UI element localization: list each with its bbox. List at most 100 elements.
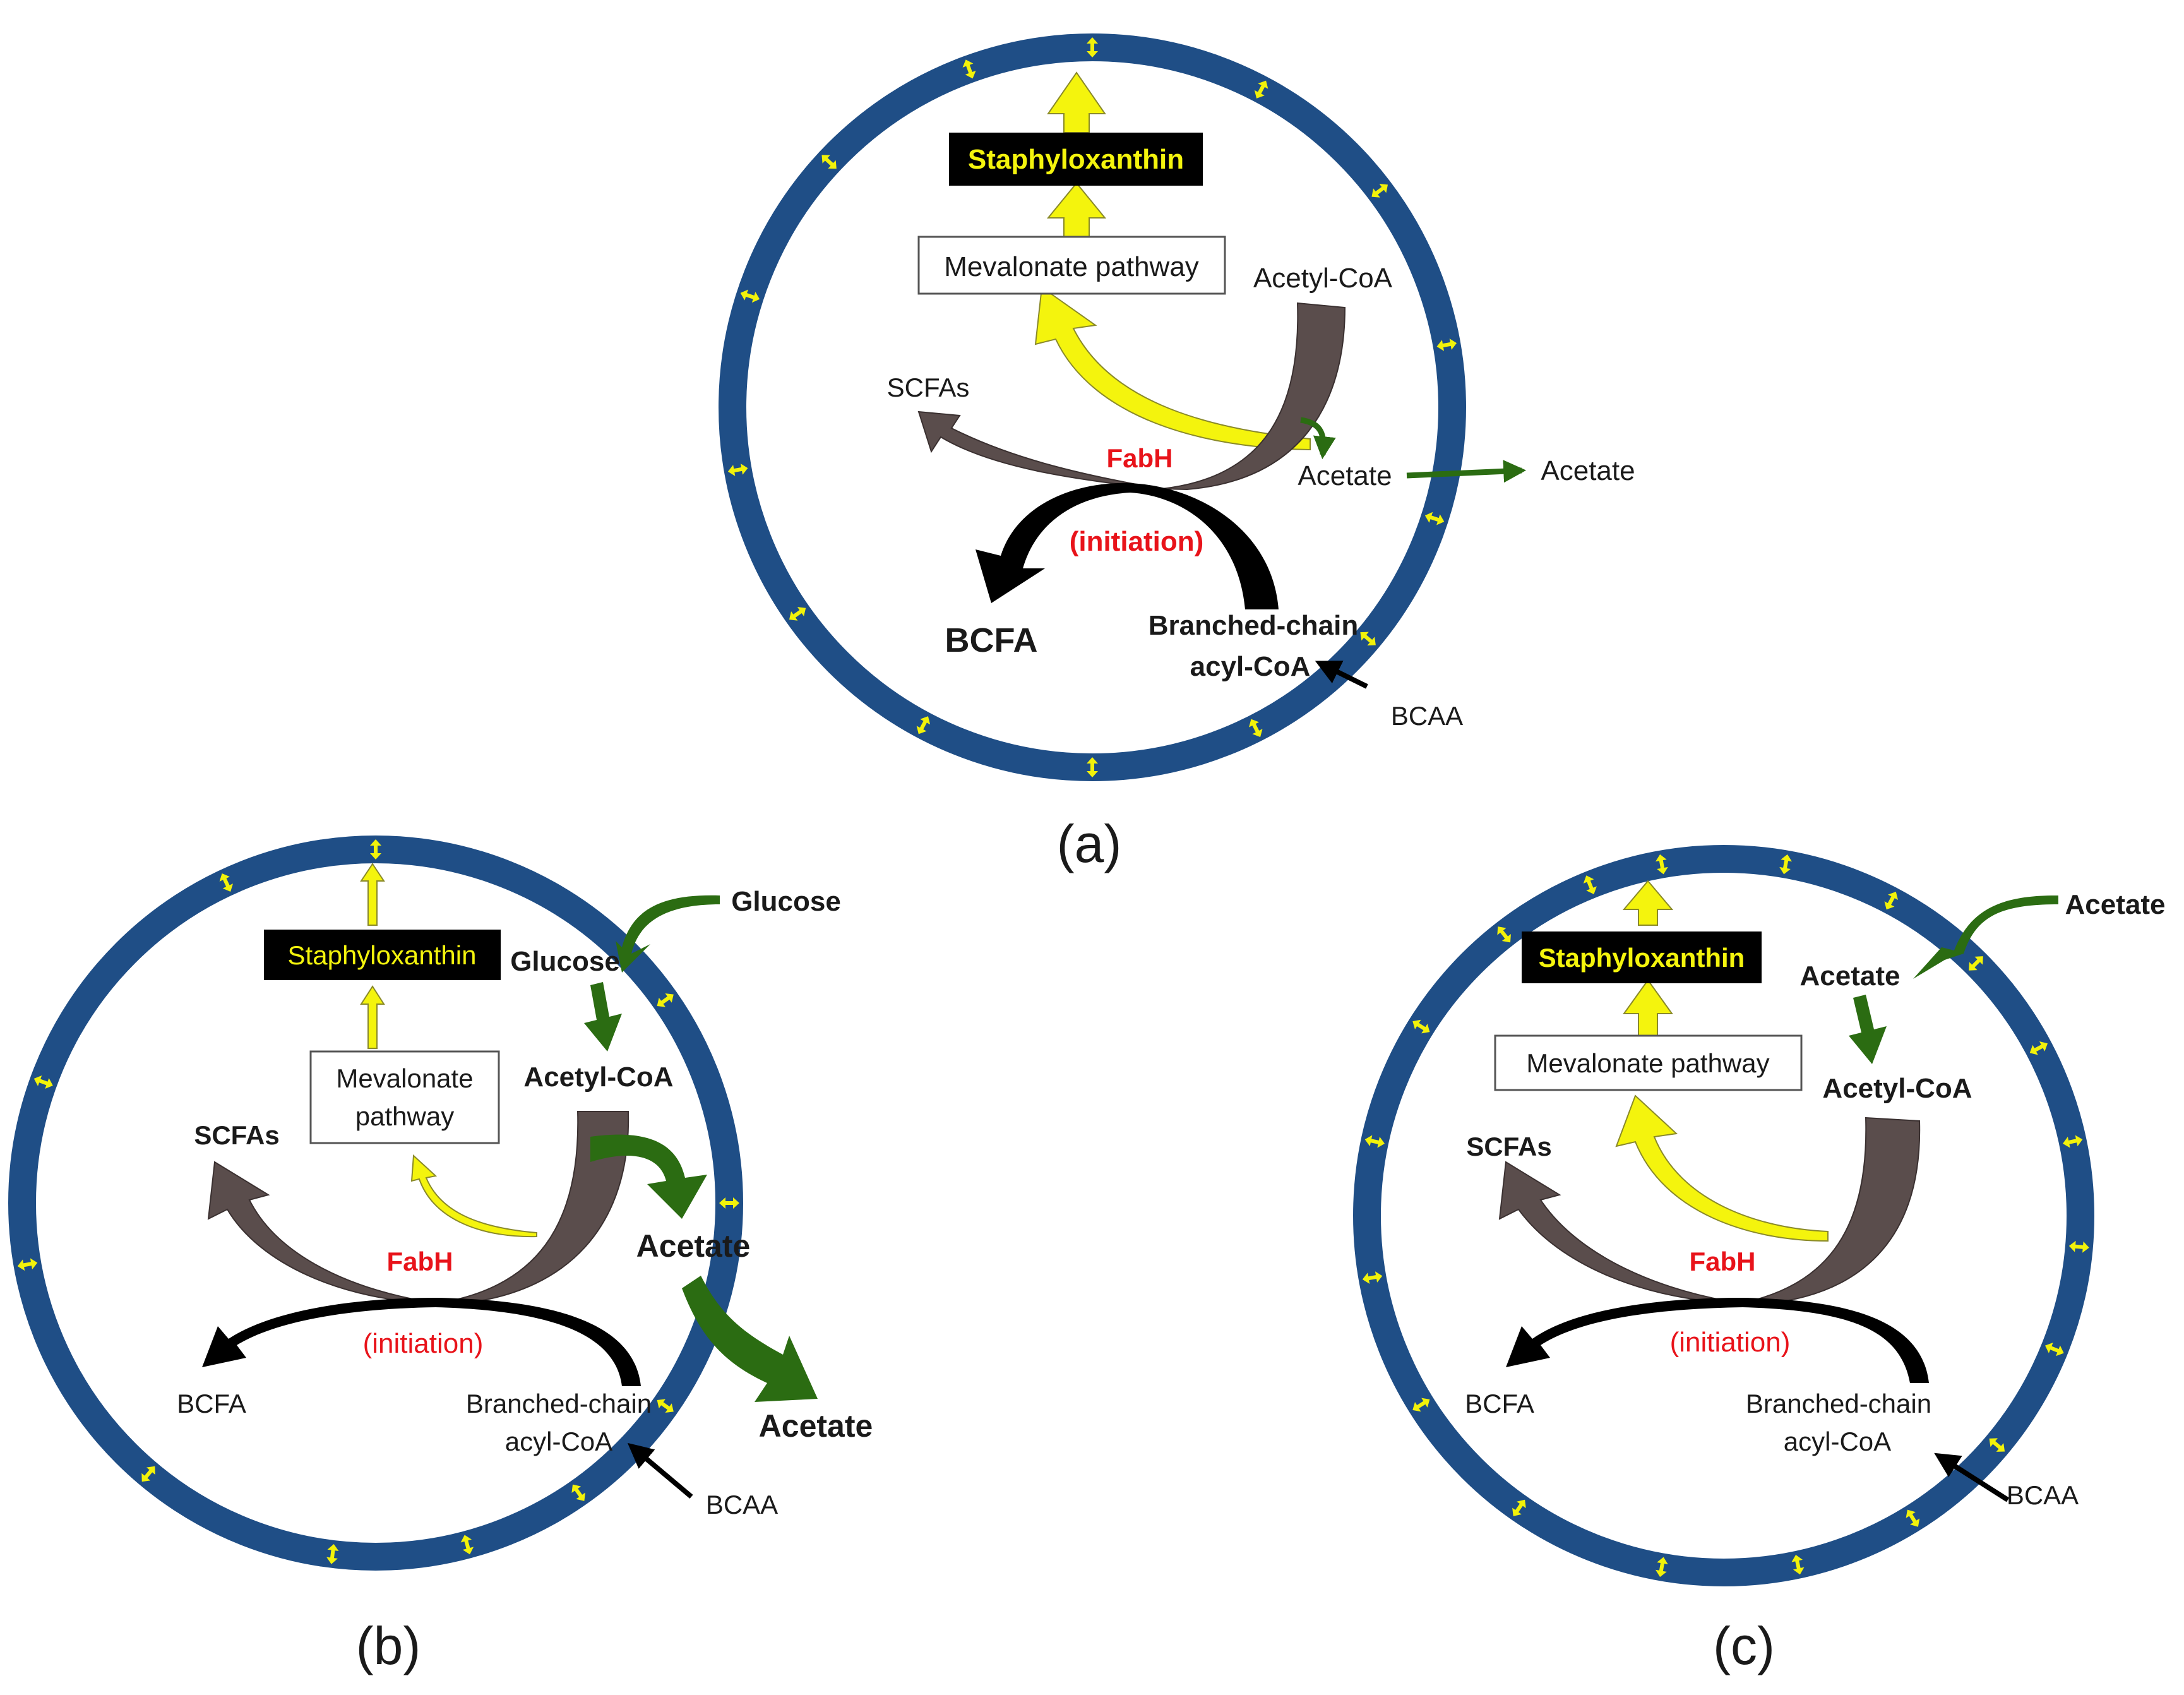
glucose-out-label-b: Glucose	[731, 886, 841, 917]
acetate-in-label-b: Acetate	[636, 1228, 751, 1264]
double-headed-arrow-icon	[219, 873, 234, 892]
double-headed-arrow-icon	[1583, 875, 1597, 894]
staphyloxanthin-box-a	[949, 133, 1203, 186]
double-headed-arrow-icon	[1884, 892, 1899, 910]
green-arrow-acetate-export-b	[682, 1276, 818, 1402]
mevalonate-label-a: Mevalonate pathway	[944, 251, 1199, 282]
staphyloxanthin-box-b	[264, 930, 501, 980]
yellow-arrow-fabh-to-pathway-b	[410, 1154, 537, 1238]
green-arrow-to-acetate-a	[1300, 417, 1336, 460]
staphyloxanthin-label-c: Staphyloxanthin	[1539, 943, 1745, 973]
double-headed-arrow-icon	[141, 1466, 155, 1482]
initiation-label-c: (initiation)	[1670, 1327, 1791, 1358]
double-headed-arrow-icon	[1249, 719, 1263, 738]
double-headed-arrow-icon	[962, 59, 976, 79]
double-headed-arrow-icon	[2068, 1240, 2089, 1253]
double-headed-arrow-icon	[1906, 1509, 1920, 1527]
double-headed-arrow-icon	[1360, 632, 1376, 646]
black-arrow-bcaa-b	[627, 1442, 693, 1499]
acetyl-coa-label-b: Acetyl-CoA	[523, 1062, 673, 1093]
bcfa-label-b: BCFA	[177, 1389, 246, 1418]
acyl-coa-label-b: acyl-CoA	[505, 1427, 612, 1456]
double-headed-arrow-icon	[1969, 956, 1983, 971]
bcaa-label-b: BCAA	[706, 1490, 778, 1519]
transporters-b	[17, 839, 739, 1564]
double-headed-arrow-icon	[740, 289, 760, 303]
acetyl-coa-label-c: Acetyl-CoA	[1822, 1073, 1972, 1104]
mevalonate-label-2-b: pathway	[355, 1101, 454, 1131]
double-headed-arrow-icon	[916, 716, 931, 734]
bcaa-label-a: BCAA	[1391, 701, 1463, 731]
double-headed-arrow-icon	[571, 1484, 586, 1501]
double-headed-arrow-icon	[326, 1543, 339, 1564]
initiation-label-a: (initiation)	[1070, 526, 1204, 557]
double-headed-arrow-icon	[1655, 1557, 1668, 1578]
double-headed-arrow-icon	[719, 1197, 739, 1209]
bcaa-label-c: BCAA	[2007, 1480, 2079, 1510]
double-headed-arrow-icon	[2045, 1343, 2064, 1357]
green-arrow-acetate-to-acetylcoa-c	[1849, 995, 1887, 1064]
staphyloxanthin-label-b: Staphyloxanthin	[288, 940, 477, 970]
caption-b: (b)	[356, 1616, 421, 1675]
brown-arrow-acetylcoa-a	[1161, 302, 1346, 491]
initiation-label-b: (initiation)	[363, 1328, 484, 1359]
green-arrow-acetylcoa-to-acetate-b	[590, 1134, 707, 1219]
double-headed-arrow-icon	[821, 155, 837, 169]
double-headed-arrow-icon	[1424, 512, 1445, 525]
glucose-in-label-b: Glucose	[510, 946, 620, 977]
green-arrow-acetate-import-c	[1913, 895, 2058, 979]
double-headed-arrow-icon	[1779, 854, 1793, 875]
double-headed-arrow-icon	[1412, 1019, 1430, 1034]
black-arrow-initiation-c	[1506, 1298, 1929, 1383]
double-headed-arrow-icon	[1989, 1438, 2005, 1452]
double-headed-arrow-icon	[2029, 1041, 2048, 1055]
black-arrow-bcaa-a	[1315, 661, 1368, 689]
double-headed-arrow-icon	[460, 1535, 474, 1555]
staphyloxanthin-box-c	[1522, 931, 1762, 983]
double-headed-arrow-icon	[1512, 1499, 1526, 1516]
transporters-c	[1362, 854, 2089, 1578]
brown-arrow-acetylcoa-c	[1739, 1117, 1921, 1305]
acetyl-coa-label-a: Acetyl-CoA	[1253, 263, 1393, 294]
double-headed-arrow-icon	[1087, 757, 1098, 777]
double-headed-arrow-icon	[1655, 854, 1668, 875]
yellow-arrow-export-c	[1622, 880, 1674, 926]
black-arrow-bcaa-c	[1934, 1452, 2010, 1502]
cell-membrane-c	[1353, 845, 2094, 1586]
double-headed-arrow-icon	[1371, 184, 1388, 198]
mevalonate-label-c: Mevalonate pathway	[1526, 1048, 1769, 1078]
brown-arrow-scfas-a	[917, 410, 1166, 490]
yellow-arrow-export-b	[360, 863, 385, 926]
transporters-a	[727, 37, 1457, 777]
scfas-label-c: SCFAs	[1466, 1132, 1551, 1161]
double-headed-arrow-icon	[1364, 1135, 1385, 1148]
mevalonate-box-c	[1494, 1034, 1803, 1091]
mevalonate-label-1-b: Mevalonate	[336, 1063, 473, 1093]
acetate-in-label-a: Acetate	[1298, 460, 1392, 491]
yellow-arrow-fabh-to-pathway-c	[1615, 1094, 1829, 1242]
branched-chain-label-b: Branched-chain	[466, 1389, 652, 1418]
double-headed-arrow-icon	[1791, 1555, 1805, 1575]
fabh-label-a: FabH	[1107, 443, 1173, 473]
black-arrow-initiation-a	[976, 482, 1279, 609]
panel-a: Staphyloxanthin Mevalonate pathway Acety…	[719, 33, 1635, 873]
mevalonate-box-a	[917, 236, 1226, 295]
yellow-arrow-pathway-to-product-b	[360, 985, 385, 1049]
acetate-out-label-b: Acetate	[759, 1408, 873, 1444]
double-headed-arrow-icon	[657, 993, 674, 1007]
double-headed-arrow-icon	[1254, 80, 1268, 99]
scfas-label-a: SCFAs	[887, 373, 970, 402]
yellow-arrow-pathway-to-product-a	[1046, 182, 1107, 237]
caption-a: (a)	[1057, 814, 1122, 873]
double-headed-arrow-icon	[2063, 1135, 2083, 1148]
branched-chain-label-a: Branched-chain	[1149, 610, 1359, 641]
fabh-label-b: FabH	[387, 1247, 453, 1276]
acetate-in-label-c: Acetate	[1800, 961, 1901, 991]
double-headed-arrow-icon	[727, 464, 748, 476]
green-arrow-glucose-to-acetylcoa-b	[584, 982, 622, 1051]
staphyloxanthin-label-a: Staphyloxanthin	[968, 144, 1184, 175]
panel-b: Staphyloxanthin Mevalonate pathway Gluco…	[8, 836, 873, 1675]
double-headed-arrow-icon	[789, 607, 806, 621]
double-headed-arrow-icon	[1497, 926, 1511, 943]
